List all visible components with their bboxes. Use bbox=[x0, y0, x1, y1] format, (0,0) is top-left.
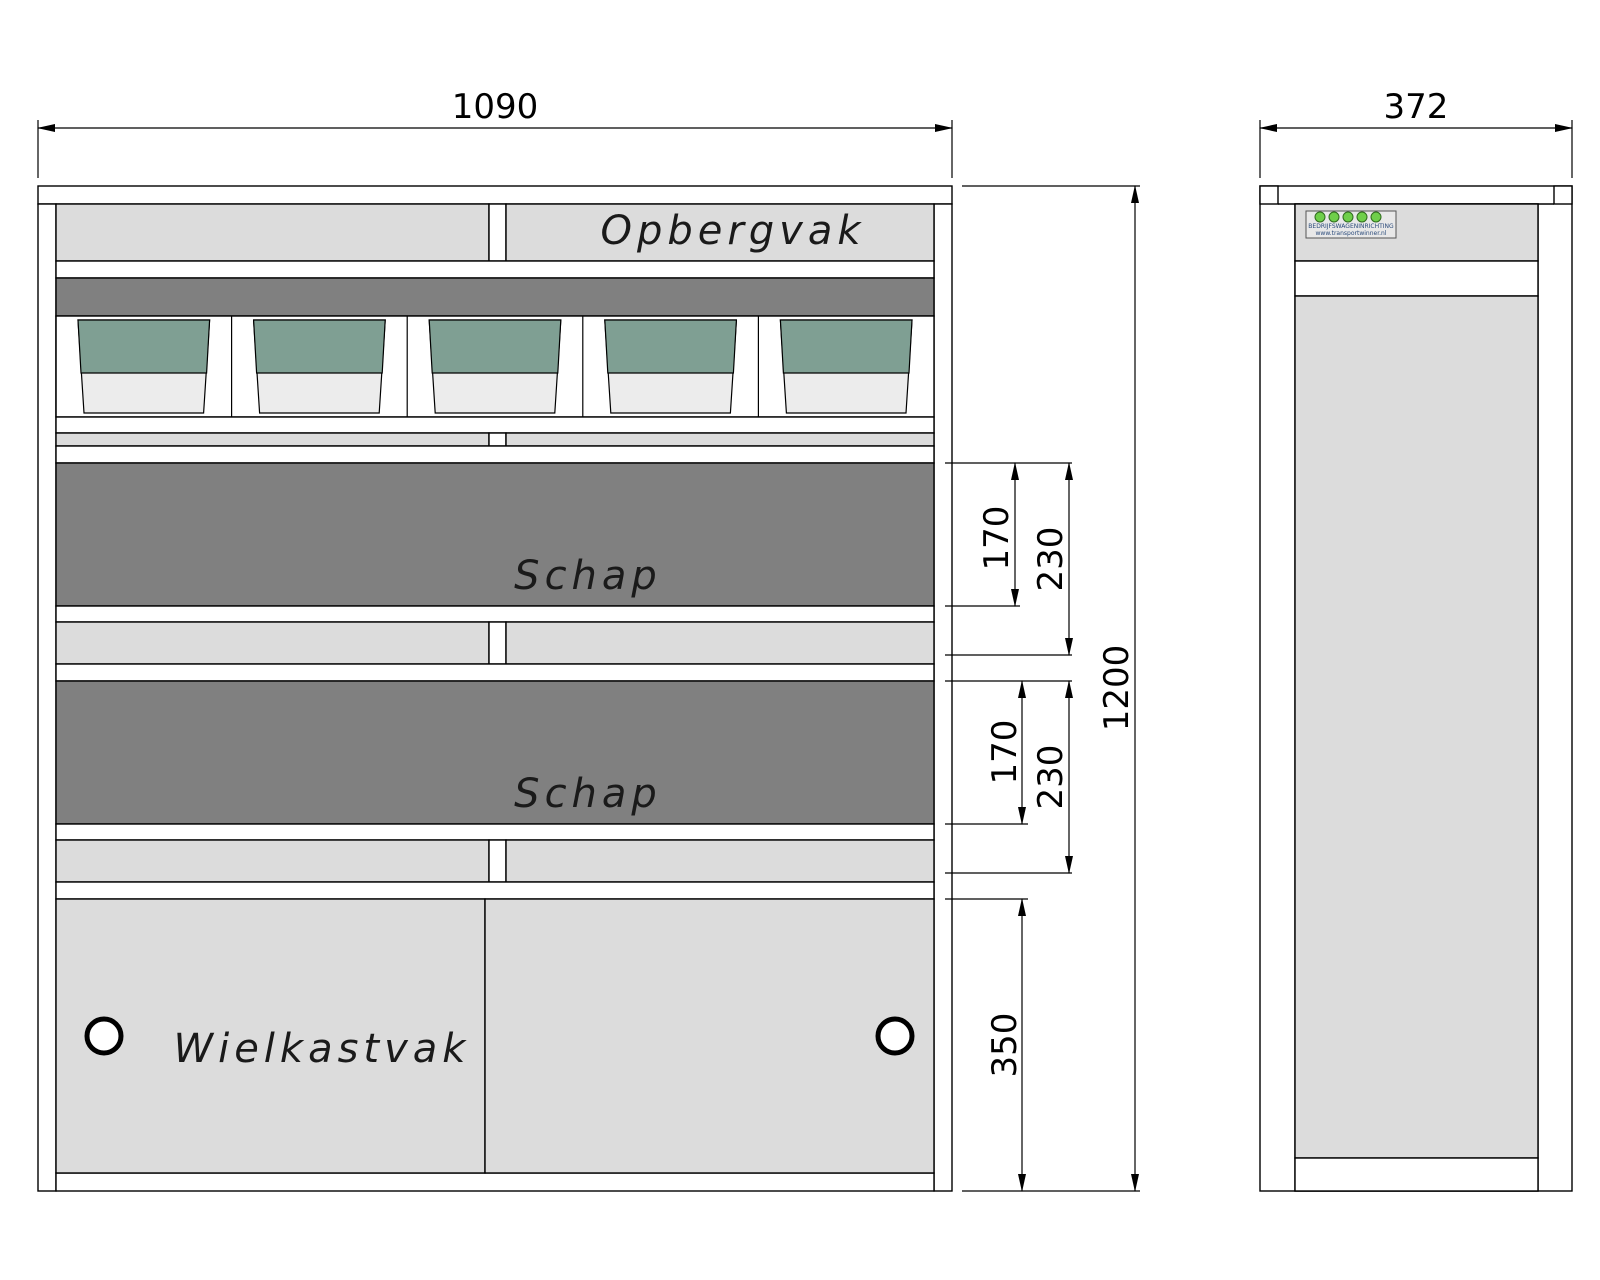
bin-shelf-edge bbox=[55, 416, 935, 434]
width-dimension-label: 1090 bbox=[452, 87, 539, 127]
finger-hole-left-icon bbox=[84, 1016, 124, 1056]
total-height-dimension: 1200 bbox=[962, 185, 1140, 1192]
shelf1-top-edge bbox=[55, 445, 935, 464]
side-bottom-plinth bbox=[1294, 1157, 1539, 1192]
wheel-bay-door-right bbox=[484, 898, 935, 1174]
logo-line2: www.transportwinner.nl bbox=[1316, 230, 1387, 237]
shelf2-panel bbox=[55, 680, 935, 825]
shelf1-bottom-edge bbox=[55, 605, 935, 623]
shelf1-inner-dimension: 170 bbox=[977, 506, 1017, 571]
top-board bbox=[37, 185, 953, 205]
shelf2-outer-dimension: 230 bbox=[1031, 745, 1071, 810]
bin-row bbox=[55, 316, 913, 417]
wheel-bay-dimension: 350 bbox=[945, 898, 1028, 1192]
total-height-label: 1200 bbox=[1097, 645, 1137, 732]
shelf-2: Schap bbox=[55, 680, 935, 900]
shelf1-lip-divider bbox=[488, 621, 507, 665]
left-side-panel bbox=[37, 203, 57, 1192]
storage-bin bbox=[55, 316, 211, 417]
side-gap bbox=[1294, 260, 1539, 297]
side-main-panel bbox=[1294, 295, 1539, 1159]
shelf2-dimensions: 170 230 bbox=[945, 680, 1073, 874]
side-view: 372 BEDRIJFSWAGENINRICHTING www.transpor… bbox=[1259, 87, 1573, 1192]
width-dimension: 1090 bbox=[37, 87, 953, 178]
shelf2-lip-left bbox=[55, 839, 490, 883]
side-top-corner-left bbox=[1259, 185, 1279, 205]
wheel-bay-label: Wielkastvak bbox=[174, 1026, 471, 1072]
shelf2-bottom-edge bbox=[55, 823, 935, 841]
storage-panel-right bbox=[505, 203, 935, 262]
logo-line1: BEDRIJFSWAGENINRICHTING bbox=[1308, 223, 1394, 230]
shelf1-label: Schap bbox=[514, 553, 662, 599]
storage-bin bbox=[582, 316, 738, 417]
shelf1-dimensions: 170 230 bbox=[945, 462, 1073, 656]
bin-lip-left bbox=[55, 432, 490, 447]
wheel-bay-height-dimension: 350 bbox=[985, 1013, 1025, 1078]
storage-panel-left bbox=[55, 203, 490, 262]
shelf1-outer-dimension: 230 bbox=[1031, 527, 1071, 592]
front-view: 1090 Opbergvak Schap bbox=[37, 87, 1140, 1192]
shelf-1: Schap bbox=[55, 462, 935, 682]
bin-rail bbox=[55, 277, 935, 317]
shelf1-panel bbox=[55, 462, 935, 607]
storage-shelf-edge bbox=[55, 260, 935, 279]
storage-compartment: Opbergvak bbox=[55, 203, 935, 279]
bin-section bbox=[55, 277, 935, 464]
bottom-board bbox=[55, 1172, 935, 1192]
storage-bin bbox=[406, 316, 562, 417]
shelf2-lip-divider bbox=[488, 839, 507, 883]
finger-hole-right-icon bbox=[875, 1016, 915, 1056]
shelf2-top-edge bbox=[55, 663, 935, 682]
depth-dimension: 372 bbox=[1259, 87, 1573, 178]
shelf2-inner-dimension: 170 bbox=[985, 720, 1025, 785]
storage-bin bbox=[757, 316, 913, 417]
storage-divider bbox=[488, 203, 507, 262]
right-side-panel bbox=[933, 203, 953, 1192]
depth-dimension-label: 372 bbox=[1384, 87, 1449, 127]
bin-lip-right bbox=[505, 432, 935, 447]
side-top-corner-right bbox=[1553, 185, 1573, 205]
shelf2-label: Schap bbox=[514, 771, 662, 817]
storage-label: Opbergvak bbox=[600, 208, 865, 254]
wheel-bay: Wielkastvak bbox=[55, 898, 935, 1174]
wheel-bay-top-edge bbox=[55, 881, 935, 900]
storage-bin bbox=[231, 316, 386, 417]
shelf1-lip-left bbox=[55, 621, 490, 665]
bin-lip-divider bbox=[488, 432, 507, 447]
shelf2-lip-right bbox=[505, 839, 935, 883]
shelf1-lip-right bbox=[505, 621, 935, 665]
brand-logo: BEDRIJFSWAGENINRICHTING www.transportwin… bbox=[1305, 210, 1397, 239]
